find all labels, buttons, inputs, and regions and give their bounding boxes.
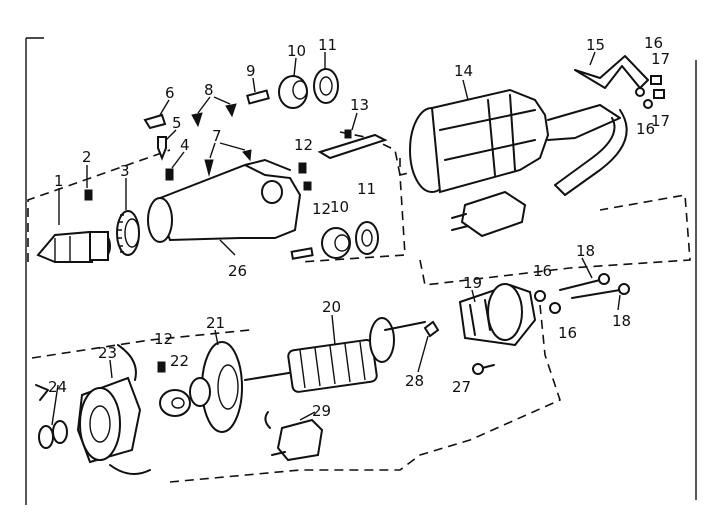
callout-19: 19 xyxy=(463,274,482,292)
callout-6: 6 xyxy=(165,84,175,102)
callout-26: 26 xyxy=(228,262,247,280)
callout-7: 7 xyxy=(212,127,222,145)
part-4-screw xyxy=(165,168,174,181)
callout-labels: 1 2 3 4 5 6 7 8 9 10 10 11 11 12 12 12 1… xyxy=(48,34,670,420)
part-12-setscrew-mid xyxy=(303,181,312,191)
part-3-knurled-ring xyxy=(116,210,140,256)
callout-16-c: 16 xyxy=(533,262,552,280)
part-11-brush-cap-top xyxy=(313,68,339,104)
callout-11-lower: 11 xyxy=(357,180,376,198)
callout-16-a: 16 xyxy=(644,34,663,52)
callout-16-b: 16 xyxy=(636,120,655,138)
callout-18-a: 18 xyxy=(576,242,595,260)
part-14-handle xyxy=(409,88,628,196)
callout-29: 29 xyxy=(312,402,331,420)
part-12-setscrew-upper xyxy=(298,162,307,174)
callout-18-b: 18 xyxy=(612,312,631,330)
part-12-setscrew-lower xyxy=(157,361,166,373)
part-29-switch-block xyxy=(264,411,324,462)
callout-17-a: 17 xyxy=(651,50,670,68)
callout-21: 21 xyxy=(206,314,225,332)
callout-2: 2 xyxy=(82,148,92,166)
part-13-plate xyxy=(317,129,388,160)
part-7-screw xyxy=(204,149,252,177)
part-10-bearing-lower xyxy=(290,227,351,260)
callout-8: 8 xyxy=(204,81,214,99)
leader-lines xyxy=(51,51,621,426)
callout-17-b: 17 xyxy=(651,112,670,130)
part-1-nose-tip xyxy=(36,230,111,263)
callout-13: 13 xyxy=(350,96,369,114)
callout-16-d: 16 xyxy=(558,324,577,342)
callout-3: 3 xyxy=(120,162,130,180)
part-10-bearing-top xyxy=(278,75,308,109)
callout-24: 24 xyxy=(48,378,67,396)
callout-1: 1 xyxy=(54,172,64,190)
callout-4: 4 xyxy=(180,136,190,154)
part-16-17-screws-right xyxy=(635,75,665,109)
part-27-screw xyxy=(472,363,495,375)
part-2-setscrew xyxy=(84,189,93,201)
part-21-baffle xyxy=(189,341,243,433)
part-28-bushing xyxy=(423,320,440,338)
part-18-screws xyxy=(559,273,630,299)
callout-28: 28 xyxy=(405,372,424,390)
part-26-front-housing xyxy=(147,159,302,243)
callout-10-lower: 10 xyxy=(330,198,349,216)
callout-20: 20 xyxy=(322,298,341,316)
callout-23: 23 xyxy=(98,344,117,362)
part-20-armature xyxy=(244,317,426,393)
power-plug xyxy=(451,190,527,238)
motor-group-box xyxy=(31,304,561,483)
part-24-clips xyxy=(35,384,68,449)
callout-12-lower: 12 xyxy=(154,330,173,348)
part-5-pin xyxy=(157,136,167,161)
callout-12-upper: 12 xyxy=(294,136,313,154)
part-15-cord-clamp xyxy=(574,55,649,89)
callout-11-top: 11 xyxy=(318,36,337,54)
callout-10-top: 10 xyxy=(287,42,306,60)
callout-27: 27 xyxy=(452,378,471,396)
callout-5: 5 xyxy=(172,114,182,132)
part-23-field-housing xyxy=(76,344,151,475)
nose-assembly-group-box xyxy=(27,131,406,263)
callout-14: 14 xyxy=(454,62,473,80)
callout-22: 22 xyxy=(170,352,189,370)
callout-9: 9 xyxy=(246,62,256,80)
part-9-screw xyxy=(246,89,270,105)
callout-15: 15 xyxy=(586,36,605,54)
part-16-washers-lower xyxy=(534,290,561,314)
callout-12-mid: 12 xyxy=(312,200,331,218)
part-8-screw xyxy=(191,103,237,128)
part-22-bearing xyxy=(159,389,191,417)
part-11-brush-cap-lower xyxy=(355,221,379,255)
part-19-switch xyxy=(458,283,537,347)
part-6-clip xyxy=(143,113,167,130)
